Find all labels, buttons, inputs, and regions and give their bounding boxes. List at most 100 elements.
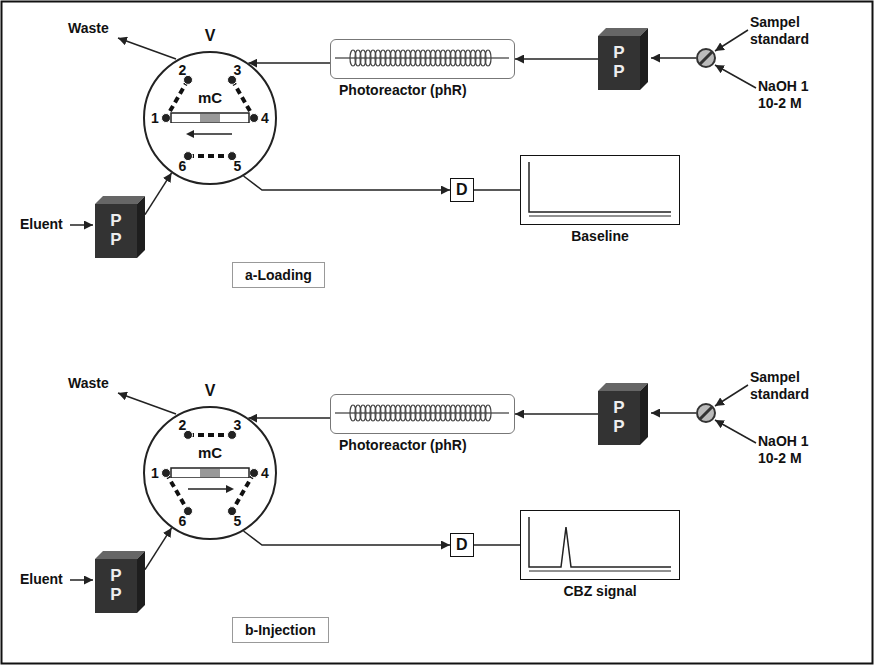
valve-channel [232, 473, 254, 511]
column-tube [171, 468, 249, 478]
coil-turn [360, 50, 366, 66]
coil-turn [375, 50, 381, 66]
eluent-pump: P P [95, 196, 145, 258]
coil-turn [390, 50, 396, 66]
flow-line [145, 528, 172, 570]
coil-turn [485, 405, 491, 421]
signal-axis [529, 571, 671, 572]
signal-axis [529, 216, 671, 217]
valve-port [184, 430, 193, 439]
pump-top [95, 551, 145, 559]
coil-turn [445, 50, 451, 66]
outlet-label: Waste [68, 20, 109, 37]
coil-turn [475, 405, 481, 421]
coil-turn [440, 50, 446, 66]
coil-turn [460, 405, 466, 421]
valve-port [228, 75, 237, 84]
valve-port [228, 507, 237, 516]
flow-line [515, 58, 598, 60]
chromatogram: CBZ signal [520, 510, 680, 580]
coil-turn [385, 50, 391, 66]
coil-turn [430, 405, 436, 421]
eluent-pump: P P [95, 551, 145, 613]
port-number: 2 [179, 62, 187, 79]
valve-port [184, 75, 193, 84]
panel-b-parts [70, 385, 756, 580]
micro-column: mC [166, 85, 254, 123]
photoreactor: Photoreactor (phR) [330, 39, 515, 79]
coil-turn [410, 50, 416, 66]
flow-direction [188, 488, 226, 490]
valve-port [184, 507, 193, 516]
pump-front [598, 391, 640, 445]
flow-direction-head [226, 485, 234, 493]
pump-side [137, 551, 145, 613]
coil-turn [405, 50, 411, 66]
node-outline [331, 395, 513, 432]
port-number: 6 [179, 512, 187, 529]
outlet-label: Waste [68, 375, 109, 392]
node-text: P P [109, 567, 123, 604]
coil-turn [365, 50, 371, 66]
node-text: mC [166, 443, 254, 463]
node-text: P P [612, 399, 626, 436]
flow-line [474, 189, 520, 191]
coil-turn [455, 50, 461, 66]
port-number: 1 [151, 465, 159, 482]
flow-line [474, 544, 520, 546]
coil-turn [480, 405, 486, 421]
pump-front [95, 559, 137, 613]
port-number: 6 [179, 157, 187, 174]
valve-channel [166, 473, 188, 511]
coil-turn [455, 405, 461, 421]
coil-turn [360, 405, 366, 421]
pump-top [598, 383, 648, 391]
node-outline [598, 383, 648, 445]
coil-turn [485, 50, 491, 66]
valve-channel [188, 433, 232, 437]
pump-side [640, 28, 648, 90]
coil-core [335, 57, 509, 59]
node-text: CBZ signal [521, 583, 679, 599]
coil-turn [355, 405, 361, 421]
port-number: 5 [234, 512, 242, 529]
coil-turn [350, 405, 356, 421]
inlet-label: Sampel standard [750, 369, 820, 403]
pump-top [95, 196, 145, 204]
flow-line [248, 417, 330, 419]
valve-port [162, 114, 171, 123]
valve-port [250, 469, 259, 478]
node-text: a-Loading [245, 266, 312, 284]
valve-channel [188, 154, 232, 158]
rotary-valve: VmC [142, 405, 278, 541]
node-outline [521, 511, 678, 578]
detector: D [450, 533, 474, 557]
signal-trace [529, 162, 671, 212]
flow-direction [194, 133, 232, 135]
coil-turn [415, 405, 421, 421]
coil-turn [435, 50, 441, 66]
node-text: V [142, 381, 278, 401]
coil-turn [365, 405, 371, 421]
coil-turn [475, 50, 481, 66]
coil-turn [410, 405, 416, 421]
flow-line [244, 176, 451, 190]
coil-turn [470, 405, 476, 421]
node-outline [521, 156, 678, 223]
column-tube [171, 113, 249, 123]
node-outline [95, 196, 145, 258]
node-outline [166, 85, 254, 123]
pump-face: P P [95, 559, 137, 613]
port-number: 3 [234, 62, 242, 79]
valve-port [228, 430, 237, 439]
coil-turn [405, 405, 411, 421]
detector: D [450, 178, 474, 202]
coil-turn [355, 50, 361, 66]
rotary-valve: VmC [142, 50, 278, 186]
pump-face: P P [95, 204, 137, 258]
coil-turn [380, 405, 386, 421]
valve-channel [166, 80, 188, 118]
port-number: 5 [234, 157, 242, 174]
